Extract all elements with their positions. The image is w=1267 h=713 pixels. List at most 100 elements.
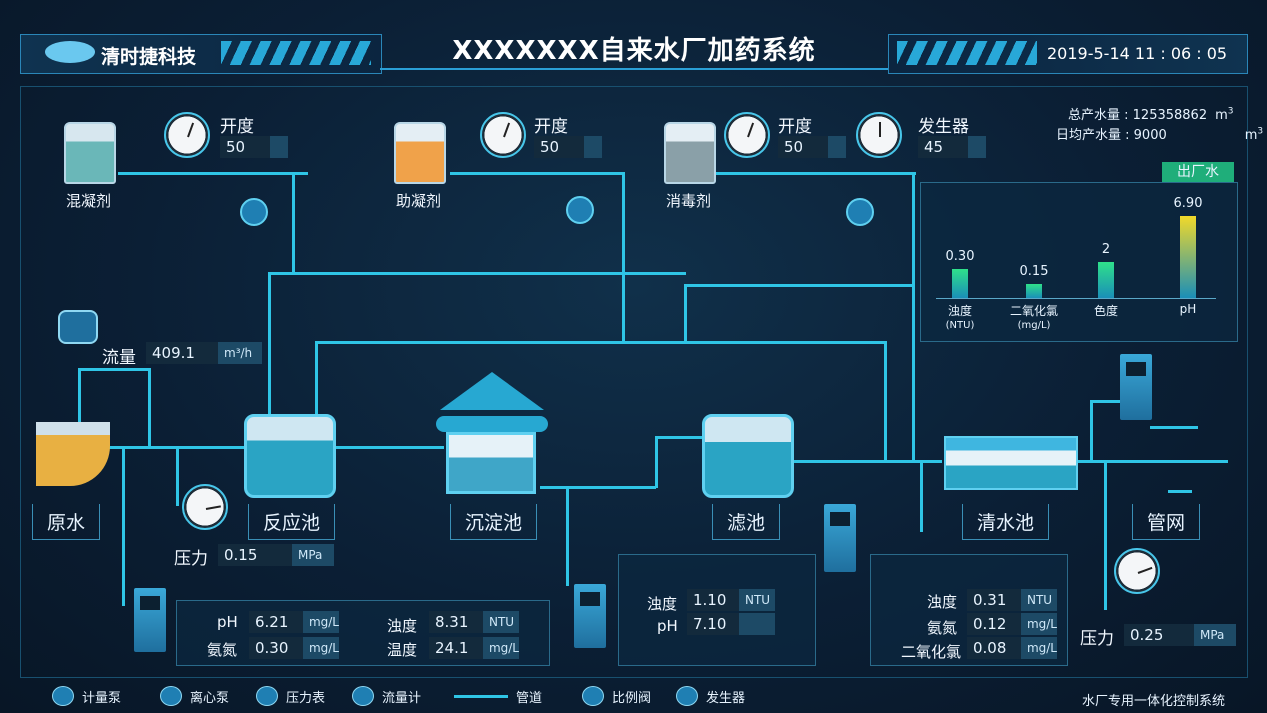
legend-item: 发生器 [676, 684, 766, 708]
outlet-bar-unit: (NTU) [945, 320, 975, 331]
reactor-label: 反应池 [248, 504, 336, 540]
legend-label: 离心泵 [190, 690, 230, 706]
pipe [118, 172, 308, 175]
filter-tank [702, 414, 794, 498]
raw-ph-unit: mg/L [308, 615, 339, 629]
datetime-bar: 2019-5-14 11 : 06 : 05 [888, 34, 1248, 74]
total-value: 125358862 [1132, 108, 1208, 123]
clear-turbidity-unit: NTU [1027, 593, 1053, 607]
pipe [920, 462, 923, 532]
filter-ph-value: 7.10 [687, 613, 739, 635]
avg-value: 9000 [1133, 128, 1167, 143]
pipe [315, 341, 318, 417]
analyzer-cabinet [1120, 354, 1152, 420]
flow-label: 流量 [102, 348, 136, 368]
pipe [792, 460, 942, 463]
pipe [78, 368, 81, 448]
proportional-valve-icon [582, 686, 604, 706]
clear-water-label: 清水池 [962, 504, 1050, 540]
clear-water-tank [944, 436, 1078, 490]
flow-meter-icon [58, 310, 98, 344]
raw-water-label: 原水 [32, 504, 101, 540]
legend-item: 管道 [454, 684, 582, 708]
outlet-bar-value: 0.30 [945, 249, 975, 264]
avg-unit: m [1244, 128, 1258, 143]
outlet-bar [1180, 216, 1196, 298]
coagulant-label: 混凝剂 [66, 192, 112, 210]
pipe-icon [454, 694, 508, 698]
sediment-top [436, 416, 548, 432]
flow-unit: m³/h [224, 346, 253, 360]
centrifugal-pump-icon [160, 686, 182, 706]
outlet-bar-label: 二氧化氯 [1009, 304, 1058, 318]
pipe [1090, 400, 1093, 460]
legend-label: 比例阀 [612, 690, 652, 706]
outlet-bar [952, 269, 968, 298]
pressure-out-label: 压力 [1080, 629, 1114, 649]
filter-ph-label: pH [657, 617, 678, 635]
coag-aid-label: 助凝剂 [396, 192, 442, 210]
coag-aid-open-label: 开度 [534, 117, 568, 137]
pressure-gauge-icon [256, 686, 278, 706]
proportional-valve-icon [164, 112, 210, 158]
pressure-gauge-icon [1114, 548, 1160, 594]
legend-label: 压力表 [286, 690, 326, 706]
legend-label: 计量泵 [82, 690, 122, 706]
outlet-bar-value: 2 [1101, 242, 1111, 257]
pressure-out-unit: MPa [1200, 628, 1225, 642]
clear-ammonia-label: 氨氮 [927, 619, 958, 637]
pipe [912, 172, 915, 462]
coag-aid-tank [394, 122, 446, 184]
analyzer-cabinet [824, 504, 856, 572]
legend-item: 离心泵 [160, 684, 256, 708]
brand-name: 清时捷科技 [101, 46, 197, 68]
pipe [1150, 426, 1198, 429]
coag-aid-open-value: 50 [534, 136, 602, 158]
coagulant-open-value: 50 [220, 136, 288, 158]
generator-icon [676, 686, 698, 706]
generator-icon [856, 112, 902, 158]
coagulant-tank [64, 122, 116, 184]
pressure-out-value: 0.25 [1124, 624, 1194, 646]
reactor-tank [244, 414, 336, 498]
raw-ammonia-value: 0.30 [249, 637, 303, 659]
brand-logo-icon [45, 41, 95, 63]
pipe [684, 284, 687, 342]
pressure-in-label: 压力 [174, 549, 208, 569]
analyzer-cabinet [574, 584, 606, 648]
pressure-out-box: 0.25 MPa [1124, 624, 1236, 646]
outlet-bar-label: pH [1179, 302, 1197, 316]
clear-chlorine-value: 0.08 [967, 637, 1021, 659]
pipe [148, 368, 151, 448]
avg-label: 日均产水量 : [1056, 128, 1134, 143]
raw-ph-value: 6.21 [249, 611, 303, 633]
flow-meter-icon [352, 686, 374, 706]
legend-label: 流量计 [382, 690, 422, 706]
filter-turbidity-value: 1.10 [687, 589, 739, 611]
raw-temperature-unit: mg/L [488, 641, 519, 655]
metering-pump-icon [52, 686, 74, 706]
pipe [622, 172, 625, 342]
pipe [450, 172, 625, 175]
outlet-bar-value: 6.90 [1173, 196, 1203, 211]
clear-turbidity-label: 浊度 [927, 593, 958, 611]
raw-turbidity-label: 浊度 [387, 617, 418, 635]
clear-ammonia-unit: mg/L [1026, 617, 1057, 631]
total-unit: m [1215, 108, 1228, 123]
pipe [684, 284, 914, 287]
clear-ammonia-value: 0.12 [967, 613, 1021, 635]
raw-ph-label: pH [217, 613, 238, 631]
pipe [268, 272, 686, 275]
clear-chlorine-label: 二氧化氯 [901, 643, 962, 661]
datetime-stripes [897, 41, 1037, 65]
raw-temperature-label: 温度 [387, 641, 418, 659]
raw-ammonia-label: 氨氮 [207, 641, 238, 659]
outlet-bar [1026, 284, 1042, 298]
raw-ammonia-unit: mg/L [308, 641, 339, 655]
generator-value: 45 [918, 136, 986, 158]
disinfectant-tank [664, 122, 716, 184]
legend-item: 计量泵 [52, 684, 160, 708]
